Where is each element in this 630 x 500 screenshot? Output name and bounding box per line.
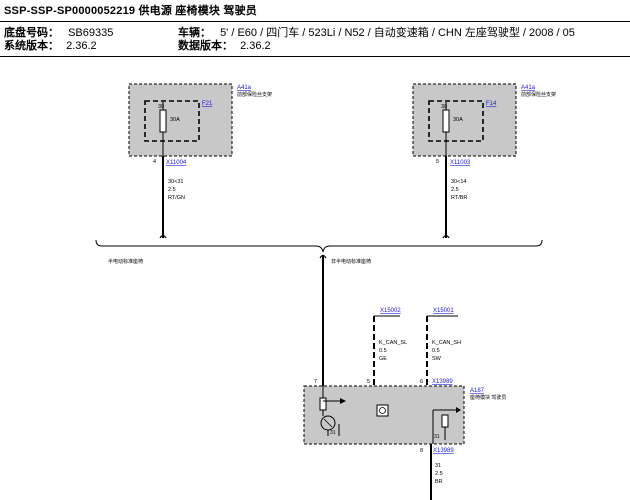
variant-right-label: 非半电动标准座椅 xyxy=(331,258,371,265)
vehicle-label: 车辆： xyxy=(178,27,211,39)
fuse-holder-left-link[interactable]: A41a xyxy=(237,85,252,91)
fuse-holder-right-link[interactable]: A41a xyxy=(521,85,536,91)
seat-module-desc: 座椅模块 驾驶员 xyxy=(470,394,506,401)
fuse-right-id-link[interactable]: F14 xyxy=(486,101,497,107)
wire-can-sh-spec-2: 0.5 xyxy=(432,348,440,354)
fuse-holder-right: 30 30A F14 A41a 前部保险丝支架 xyxy=(412,83,556,157)
module-pin-6: 6 xyxy=(420,379,423,385)
module-internal-right-arrow xyxy=(456,407,461,413)
variant-brace-line xyxy=(95,239,543,253)
fuse-right-pin-number: 5 xyxy=(436,159,439,165)
fuse-holder-left-desc: 前部保险丝支架 xyxy=(237,91,272,98)
module-internal-31-left: 31 xyxy=(330,430,336,436)
fuse-holder-left: 30 30A F21 A41a 前部保险丝支架 xyxy=(128,83,272,157)
wire-can-sh: X15001 K_CAN_SH 0.5 SW xyxy=(426,308,461,386)
module-pin-8: 8 xyxy=(420,448,423,454)
wire-ground: 8 X13989 31 2.5 BR xyxy=(420,444,454,500)
wire-can-sl: X15002 K_CAN_SL 0.5 GE xyxy=(373,308,407,386)
module-pin-5: 5 xyxy=(367,379,370,385)
fuse-left-id-link[interactable]: F21 xyxy=(202,101,213,107)
vehicle-row: 车辆： 5' / E60 / 四门车 / 523Li / N52 / 自动变速箱… xyxy=(178,27,575,40)
data-version-row: 数据版本： 2.36.2 xyxy=(178,40,271,53)
wire-can-sl-spec-3: GE xyxy=(379,356,387,362)
wire-right-end xyxy=(442,234,450,239)
data-version-label: 数据版本： xyxy=(178,40,233,52)
wire-supply-main-start xyxy=(319,254,327,259)
wire-ground-spec-2: 2.5 xyxy=(435,471,443,477)
system-version-label: 系统版本： xyxy=(4,40,59,52)
seat-module: 7 5 6 X13989 A187 座椅模块 驾驶员 31 31 xyxy=(303,379,506,445)
fuse-holder-right-body xyxy=(412,83,517,157)
wire-ground-spec-1: 31 xyxy=(435,463,441,469)
wire-can-sl-spec-1: K_CAN_SL xyxy=(379,340,407,346)
wire-right-spec-1: 30<14 xyxy=(451,179,466,185)
system-version-value: 2.36.2 xyxy=(66,40,97,52)
fuse-left-pin: 30 xyxy=(158,104,164,110)
variant-brace: 半电动标准座椅 非半电动标准座椅 xyxy=(95,239,543,265)
connector-x13989-top-link[interactable]: X13989 xyxy=(432,379,453,385)
connector-x11004-link[interactable]: X11004 xyxy=(166,160,187,166)
fuse-right-frame xyxy=(428,100,484,142)
wire-ground-spec-3: BR xyxy=(435,479,443,485)
module-internal-resistor xyxy=(319,397,327,411)
wire-left-spec-1: 30<31 xyxy=(168,179,183,185)
module-internal-right-resistor xyxy=(441,414,449,428)
fuse-left-element xyxy=(159,109,167,133)
system-version-row: 系统版本： 2.36.2 xyxy=(4,40,97,53)
wire-left-spec-3: RT/GN xyxy=(168,195,185,201)
fuse-right-pin: 30 xyxy=(441,104,447,110)
wire-can-sh-spec-1: K_CAN_SH xyxy=(432,340,461,346)
vehicle-value: 5' / E60 / 四门车 / 523Li / N52 / 自动变速箱 / C… xyxy=(220,27,575,39)
wire-right-spec-2: 2.5 xyxy=(451,187,459,193)
fuse-left-rating: 30A xyxy=(170,117,180,123)
variant-left-label: 半电动标准座椅 xyxy=(108,258,143,265)
page-title: SSP-SSP-SP0000052219 供电源 座椅模块 驾驶员 xyxy=(4,5,257,17)
wire-right-spec-3: RT/BR xyxy=(451,195,467,201)
seat-module-link[interactable]: A187 xyxy=(470,388,485,394)
control-unit-icon xyxy=(376,404,389,417)
chassis-label: 底盘号码： xyxy=(4,27,59,39)
wire-left-fuse: 4 X11004 30<31 2.5 RT/GN xyxy=(153,156,187,239)
data-version-value: 2.36.2 xyxy=(240,40,271,52)
wire-can-sl-spec-2: 0.5 xyxy=(379,348,387,354)
module-pin-7: 7 xyxy=(314,379,317,385)
fuse-right-rating: 30A xyxy=(453,117,463,123)
connector-x15002-link[interactable]: X15002 xyxy=(380,308,401,314)
wire-can-sh-spec-3: SW xyxy=(432,356,442,362)
module-internal-transistor-bar xyxy=(323,418,333,428)
fuse-holder-left-body xyxy=(128,83,233,157)
chassis-value: SB69335 xyxy=(68,27,114,39)
wire-right-fuse: 5 X11003 30<14 2.5 RT/BR xyxy=(436,156,471,239)
wire-left-end xyxy=(159,234,167,239)
module-internal-31-right: 31 xyxy=(434,434,440,440)
connector-x15001-link[interactable]: X15001 xyxy=(433,308,454,314)
chassis-row: 底盘号码： SB69335 xyxy=(4,27,113,40)
connector-x11003-link[interactable]: X11003 xyxy=(450,160,471,166)
connector-x13989-bottom-link[interactable]: X13989 xyxy=(433,448,454,454)
control-unit-icon-inner xyxy=(379,407,386,414)
fuse-holder-right-desc: 前部保险丝支架 xyxy=(521,91,556,98)
module-internal-arrow xyxy=(340,398,346,404)
header-bottom-divider xyxy=(0,56,630,57)
fuse-left-pin-number: 4 xyxy=(153,159,156,165)
fuse-left-frame xyxy=(144,100,200,142)
fuse-right-element xyxy=(442,109,450,133)
wire-left-spec-2: 2.5 xyxy=(168,187,176,193)
header-divider xyxy=(0,21,630,22)
